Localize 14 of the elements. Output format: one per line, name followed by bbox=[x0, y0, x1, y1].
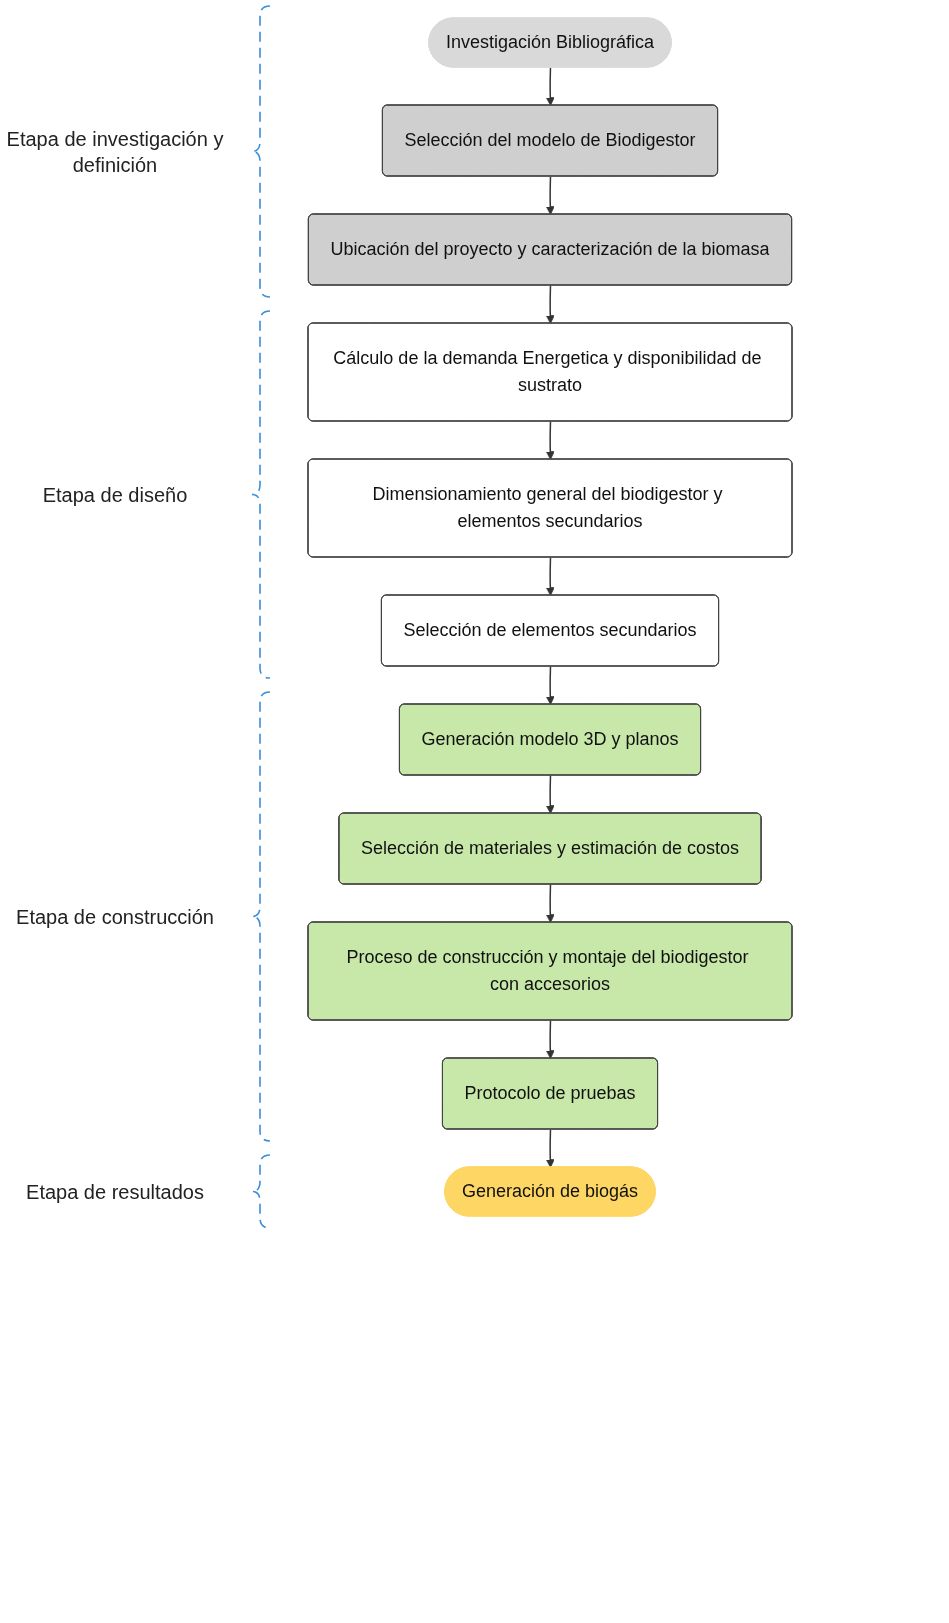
arrow bbox=[545, 665, 555, 705]
arrow bbox=[545, 1019, 555, 1059]
arrow bbox=[545, 883, 555, 923]
stage-label: Etapa de resultados bbox=[25, 1179, 205, 1205]
arrow bbox=[545, 420, 555, 460]
arrow bbox=[545, 284, 555, 324]
arrow bbox=[545, 1128, 555, 1168]
stage-label: Etapa de diseño bbox=[41, 482, 189, 508]
arrow bbox=[545, 774, 555, 814]
stage-label: Etapa de investigación y definición bbox=[5, 126, 225, 178]
stage-label: Etapa de construcción bbox=[15, 904, 215, 930]
arrow bbox=[545, 175, 555, 215]
arrow bbox=[545, 66, 555, 106]
arrow bbox=[545, 556, 555, 596]
